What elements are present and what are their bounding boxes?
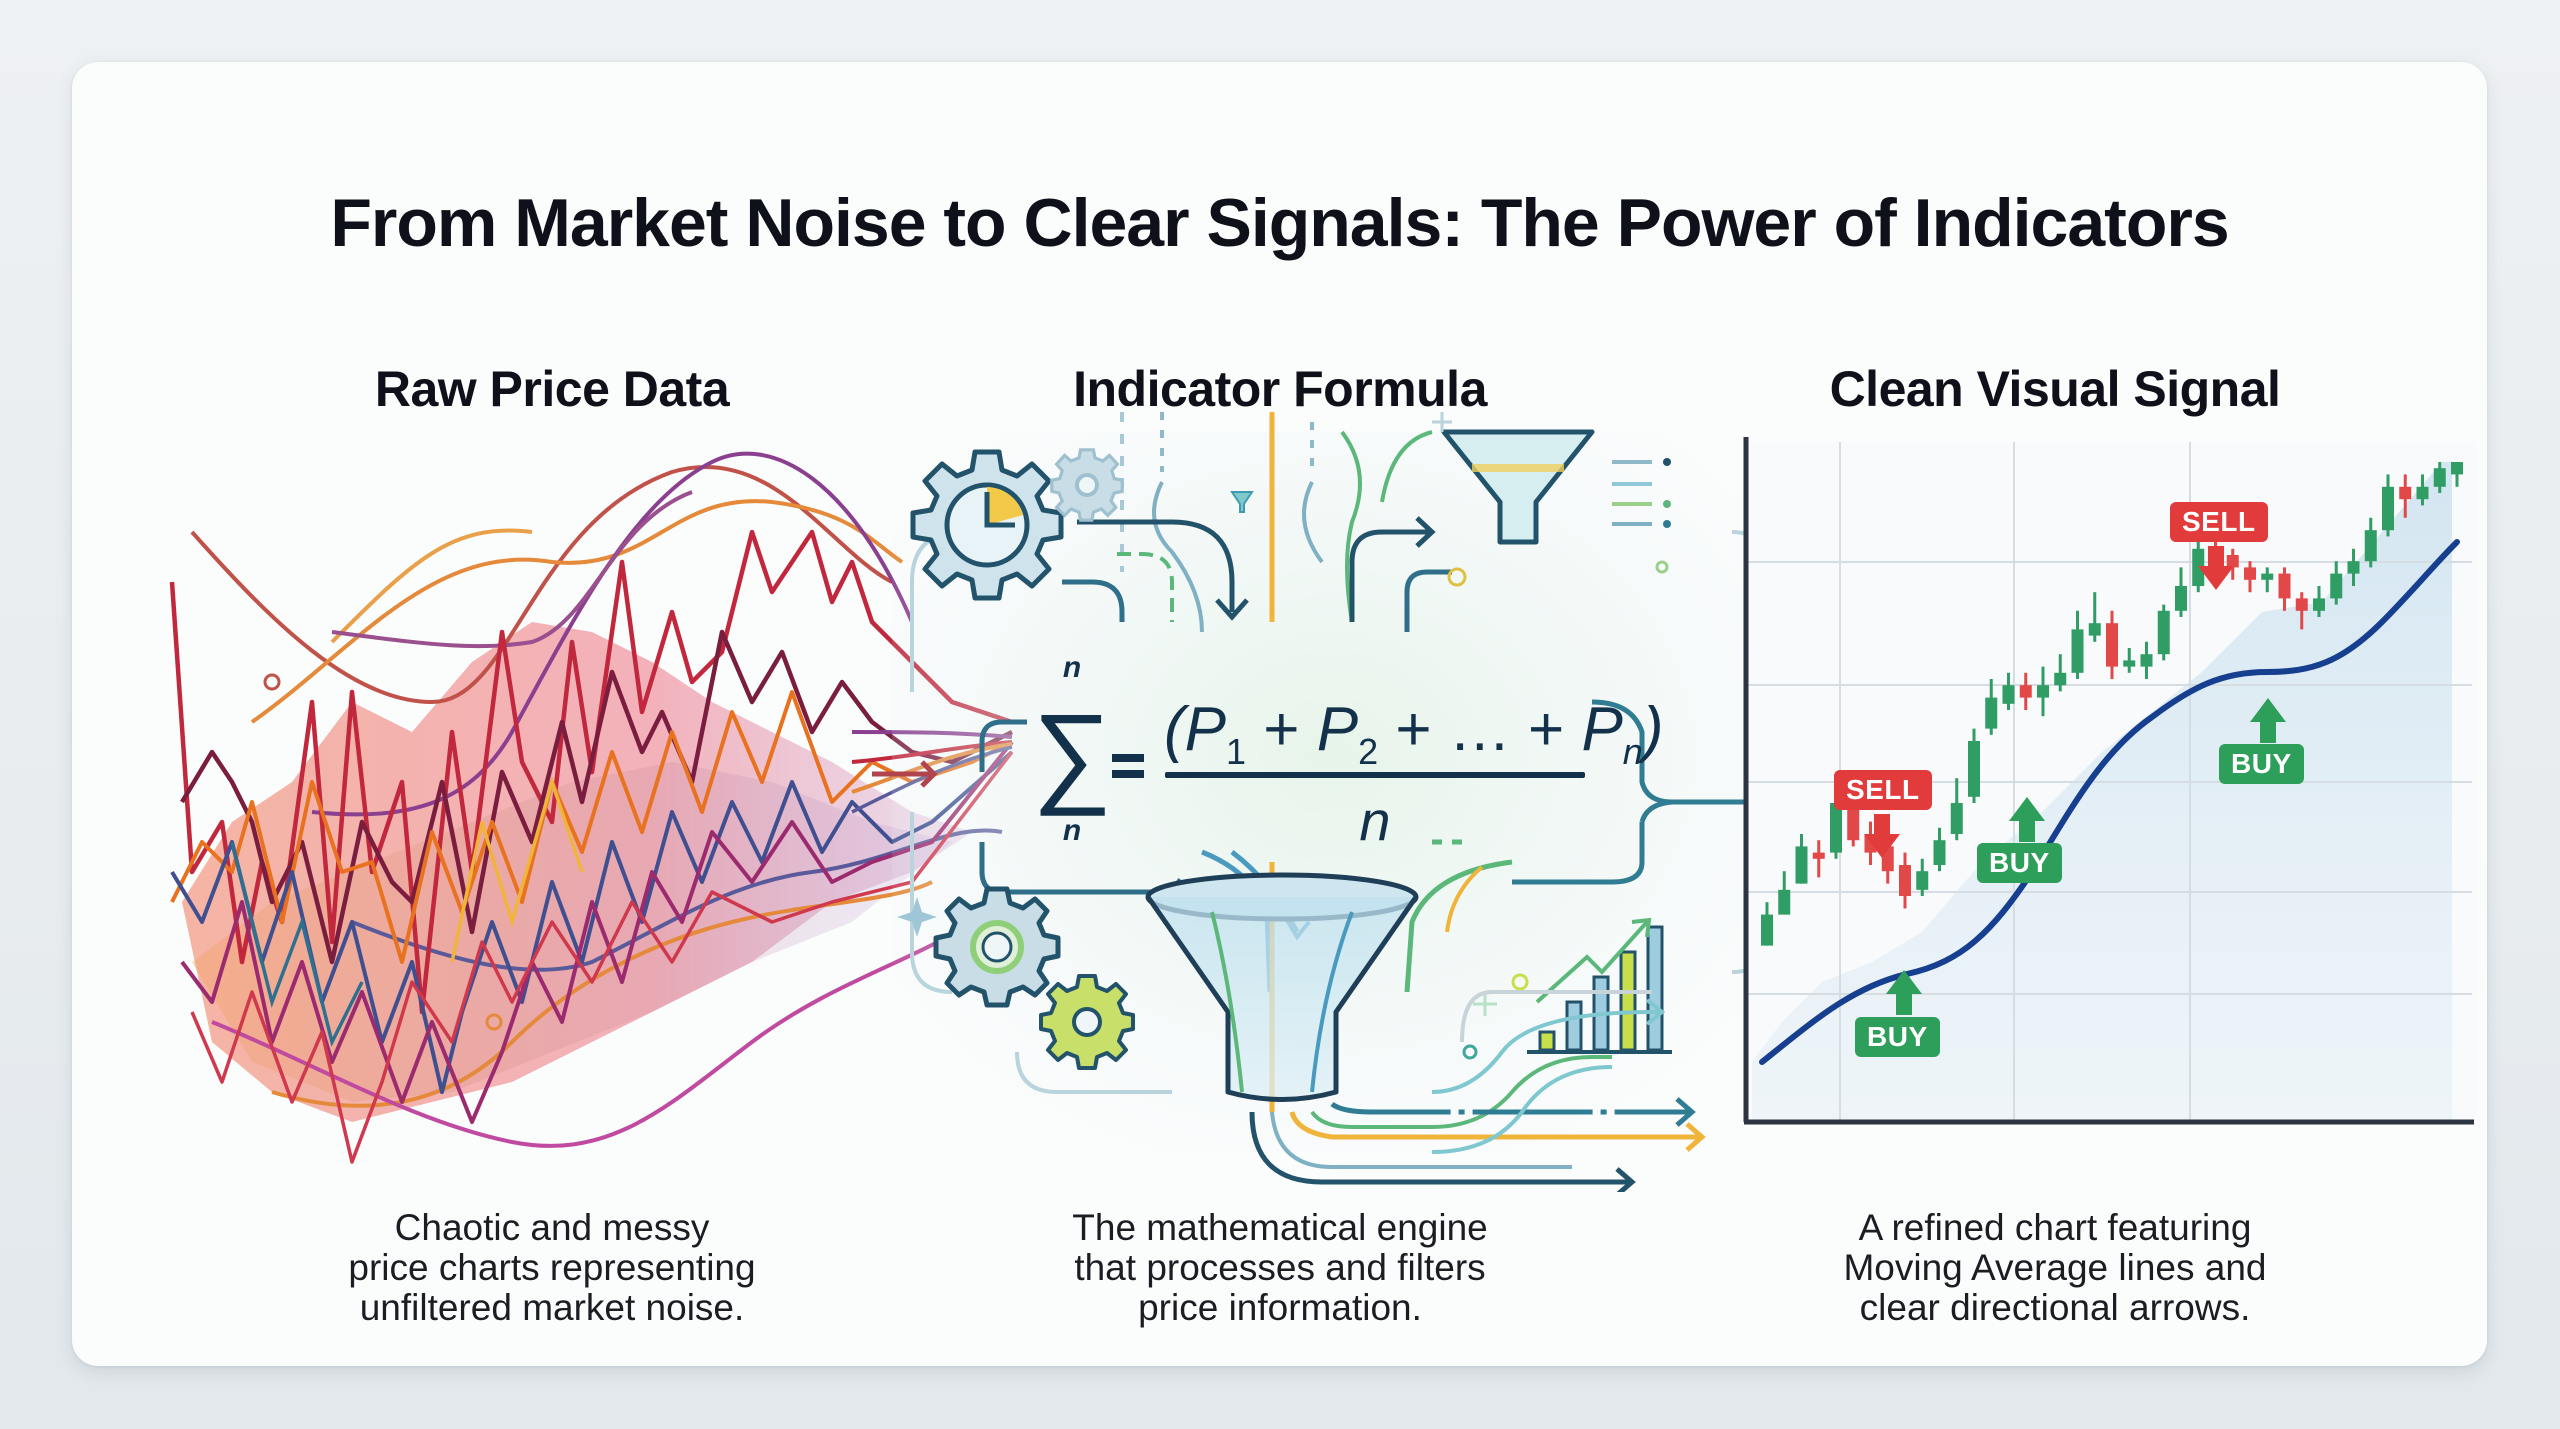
page-title: From Market Noise to Clear Signals: The … bbox=[330, 185, 2229, 261]
candle bbox=[2019, 685, 2032, 698]
candle bbox=[2244, 567, 2256, 580]
funnel-icon bbox=[1441, 429, 1595, 545]
buy-signal-badge: BUY bbox=[1855, 1017, 1940, 1057]
candles bbox=[1761, 462, 2463, 946]
candle bbox=[2330, 573, 2343, 599]
candle bbox=[2226, 555, 2239, 568]
candle bbox=[2278, 573, 2291, 599]
candle bbox=[2433, 468, 2446, 487]
chaotic-price-lines-illustration bbox=[169, 451, 1014, 1164]
caption-raw-price-data: Chaotic and messy price charts represent… bbox=[348, 1207, 756, 1328]
gear-icon bbox=[933, 886, 1061, 1008]
candle bbox=[2106, 623, 2118, 667]
buy-arrow-up-icon bbox=[1886, 970, 1922, 1015]
candle bbox=[1847, 809, 1860, 841]
sell-arrow-down-icon bbox=[2198, 546, 2234, 590]
candle bbox=[1795, 846, 1808, 884]
gear-icon bbox=[1050, 448, 1124, 522]
candle bbox=[1968, 741, 1980, 797]
candle bbox=[1761, 914, 1773, 946]
candle bbox=[2313, 598, 2325, 611]
candle bbox=[2088, 623, 2101, 636]
candle bbox=[2295, 598, 2308, 611]
formula-numerator: (P1 + P2 + … + Pn) bbox=[1164, 695, 1663, 772]
buy-signal-badge: BUY bbox=[2219, 744, 2304, 784]
buy-arrow-up-icon bbox=[2250, 698, 2286, 743]
sell-signal-badge: SELL bbox=[1834, 770, 1932, 810]
candle bbox=[2175, 586, 2187, 611]
moving-average-formula: n ∑ n (P1 + P2 + … + Pn) n bbox=[1032, 651, 1663, 852]
candle bbox=[2261, 573, 2274, 580]
candle bbox=[2347, 561, 2360, 574]
heading-indicator-formula: Indicator Formula bbox=[1073, 361, 1487, 417]
caption-clean-visual-signal: A refined chart featuring Moving Average… bbox=[1843, 1207, 2267, 1328]
candle bbox=[2364, 530, 2377, 562]
infographic-card: From Market Noise to Clear Signals: The … bbox=[72, 62, 2487, 1366]
buy-arrow-up-icon bbox=[2009, 797, 2045, 842]
candle bbox=[2037, 685, 2049, 698]
heading-clean-visual-signal: Clean Visual Signal bbox=[1829, 361, 2281, 417]
candle bbox=[1899, 865, 1911, 896]
candle bbox=[1830, 803, 1842, 853]
candle bbox=[1778, 889, 1791, 915]
heading-raw-price-data: Raw Price Data bbox=[374, 361, 730, 417]
candle bbox=[2071, 629, 2084, 673]
candle bbox=[2002, 685, 2015, 704]
candle bbox=[2054, 672, 2067, 686]
buy-signal-badge: BUY bbox=[1977, 843, 2062, 883]
candle bbox=[2157, 610, 2170, 655]
candle bbox=[1985, 697, 1998, 729]
candle bbox=[2399, 486, 2412, 500]
gear-icon bbox=[1039, 974, 1135, 1070]
candle bbox=[1812, 852, 1825, 859]
candle bbox=[2140, 654, 2153, 667]
sell-arrow-down-icon bbox=[1864, 814, 1900, 858]
formula-engine-illustration: n ∑ n (P1 + P2 + … + Pn) n bbox=[872, 412, 1792, 1192]
svg-text:n: n bbox=[1063, 814, 1081, 847]
candle bbox=[2451, 462, 2463, 475]
candle bbox=[2416, 486, 2429, 500]
candle bbox=[1950, 803, 1963, 834]
candle bbox=[1933, 840, 1946, 865]
candle bbox=[1916, 871, 1929, 890]
candle bbox=[2123, 660, 2136, 667]
candle bbox=[2382, 486, 2394, 531]
funnel-icon bbox=[1145, 872, 1419, 1102]
svg-text:∑: ∑ bbox=[1032, 691, 1112, 816]
svg-text:n: n bbox=[1063, 651, 1081, 684]
sparkle-icon bbox=[897, 897, 937, 937]
candle bbox=[2192, 548, 2205, 586]
svg-text:n: n bbox=[1359, 789, 1390, 852]
sell-signal-badge: SELL bbox=[2170, 502, 2268, 542]
caption-indicator-formula: The mathematical engine that processes a… bbox=[1072, 1207, 1488, 1328]
clock-gear-icon bbox=[910, 449, 1064, 601]
